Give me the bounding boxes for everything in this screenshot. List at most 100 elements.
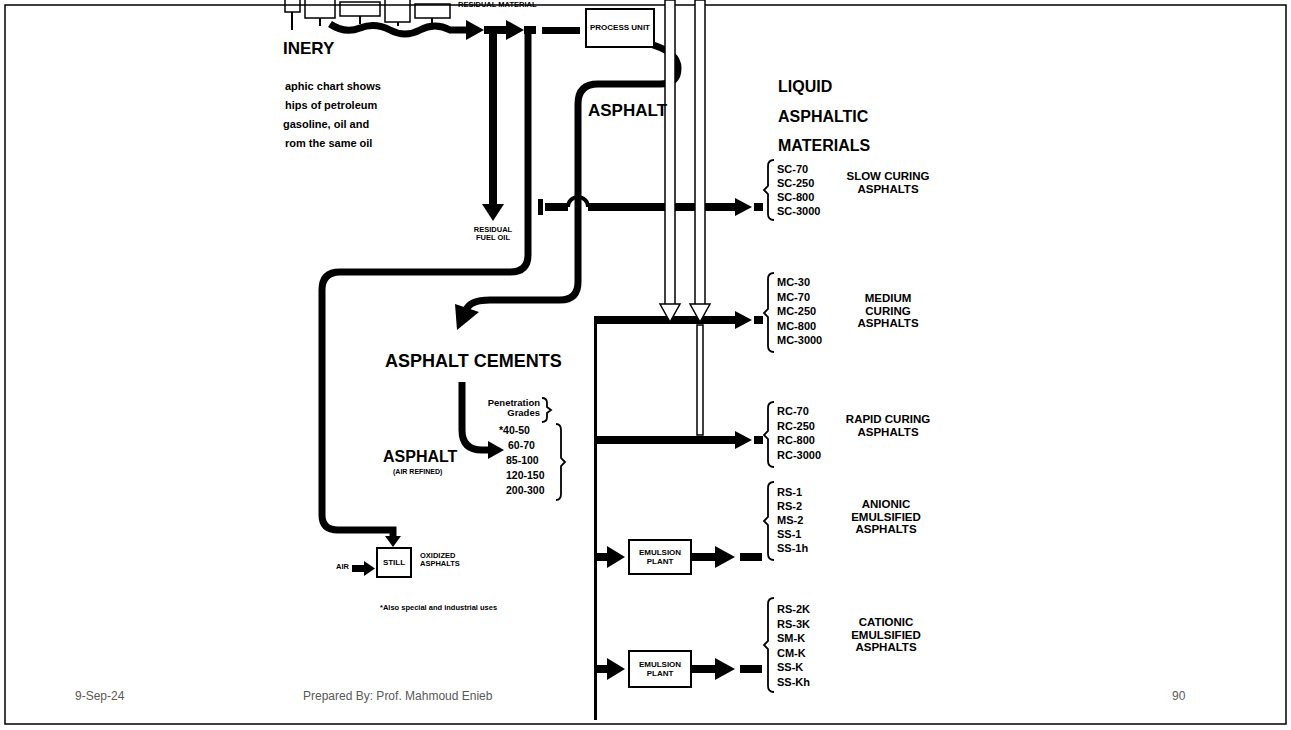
text-label: (AIR REFINED) [393, 468, 442, 476]
text-label: RAPID CURING ASPHALTS [843, 413, 933, 438]
line-art [754, 316, 763, 324]
line-art [715, 658, 735, 680]
line-art [764, 598, 774, 692]
box-text: EMULSION PLANT [630, 546, 690, 568]
text-label: SS-1 [777, 528, 801, 540]
line-art [607, 658, 625, 680]
text-label: ANIONIC EMULSIFIED ASPHALTS [836, 498, 936, 536]
text-label: RESIDUAL FUEL OIL [464, 226, 522, 243]
text-label: ASPHALT [383, 448, 457, 466]
text-label: LIQUID ASPHALTIC MATERIALS [778, 72, 888, 161]
line-art [568, 197, 588, 207]
line-art [735, 431, 752, 449]
line-art [455, 304, 479, 330]
text-label: RS-2K [777, 603, 810, 615]
box-text: EMULSION PLANT [630, 658, 690, 680]
line-art [690, 304, 710, 322]
line-art [594, 316, 597, 720]
line-art [462, 382, 490, 450]
air-arrow [352, 561, 375, 576]
line-art [595, 665, 607, 673]
line-art [740, 665, 762, 673]
line-art [364, 561, 375, 576]
line-art [690, 553, 715, 561]
line-art [489, 34, 497, 206]
text-label: SLOW CURING ASPHALTS [843, 170, 933, 195]
text-label: AIR [336, 563, 349, 571]
line-art [542, 398, 551, 422]
text-label: aphic chart shows [285, 80, 381, 92]
text-label: OXIDIZED ASPHALTS [420, 552, 480, 569]
cement-arrow [462, 382, 504, 459]
line-art [588, 203, 735, 211]
text-label: hips of petroleum [285, 99, 377, 111]
asphalt-line [455, 44, 678, 330]
text-label: RS-1 [777, 486, 802, 498]
line-art [595, 436, 735, 444]
text-label: RC-800 [777, 434, 815, 446]
line-art [690, 665, 715, 673]
line-art [466, 20, 484, 40]
line-art [285, 0, 450, 22]
line-art [764, 160, 774, 220]
text-label: rom the same oil [285, 137, 372, 149]
line-art [764, 402, 774, 467]
line-art [330, 24, 468, 34]
text-label: RS-3K [777, 618, 810, 630]
line-art [506, 20, 524, 40]
text-label: 120-150 [506, 470, 545, 482]
cement-trunk [594, 311, 763, 720]
process-box: STILL [376, 547, 412, 578]
text-label: CM-K [777, 647, 806, 659]
line-art [735, 198, 752, 216]
line-art [697, 325, 703, 435]
text-label: MS-2 [777, 514, 803, 526]
text-label: 200-300 [506, 485, 545, 497]
text-label: SC-800 [777, 191, 814, 203]
text-label: RS-2 [777, 500, 802, 512]
text-label: ASPHALT [588, 102, 667, 121]
line-art [352, 565, 366, 572]
line-art [715, 546, 735, 568]
box-text: STILL [381, 556, 407, 569]
line-art [665, 0, 675, 305]
text-label: SC-70 [777, 163, 808, 175]
text-label: MC-30 [777, 276, 810, 288]
residual-line [330, 20, 580, 40]
slide-frame [5, 5, 1286, 724]
line-art [484, 26, 506, 34]
line-art [595, 316, 735, 324]
line-art [660, 304, 680, 322]
text-label: 60-70 [508, 440, 535, 452]
text-label: Penetration Grades [468, 398, 540, 419]
text-label: RC-70 [777, 405, 809, 417]
line-art [385, 536, 401, 547]
line-art [488, 441, 504, 459]
text-label: MC-70 [777, 291, 810, 303]
line-art [556, 424, 565, 500]
process-box: PROCESS UNIT [585, 8, 655, 48]
diluent-tubes [660, 0, 710, 435]
line-art [764, 482, 774, 560]
text-label: gasoline, oil and [283, 118, 369, 130]
process-box: EMULSION PLANT [628, 539, 692, 575]
process-box: EMULSION PLANT [628, 650, 692, 688]
box-text: PROCESS UNIT [588, 21, 652, 34]
text-label: 9-Sep-24 [75, 690, 124, 703]
line-art [735, 311, 752, 329]
line-art [740, 553, 762, 561]
text-label: MC-250 [777, 305, 816, 317]
text-label: SC-250 [777, 177, 814, 189]
line-art [607, 546, 625, 568]
line-art [754, 436, 763, 444]
line-art [764, 273, 774, 352]
line-art [754, 203, 763, 211]
text-label: SS-K [777, 661, 803, 673]
text-label: 85-100 [506, 455, 539, 467]
text-label: *40-50 [499, 425, 530, 437]
text-label: CATIONIC EMULSIFIED ASPHALTS [836, 616, 936, 654]
fuel-oil-arrow [482, 34, 504, 221]
line-art [545, 203, 568, 211]
line-art [482, 204, 504, 221]
